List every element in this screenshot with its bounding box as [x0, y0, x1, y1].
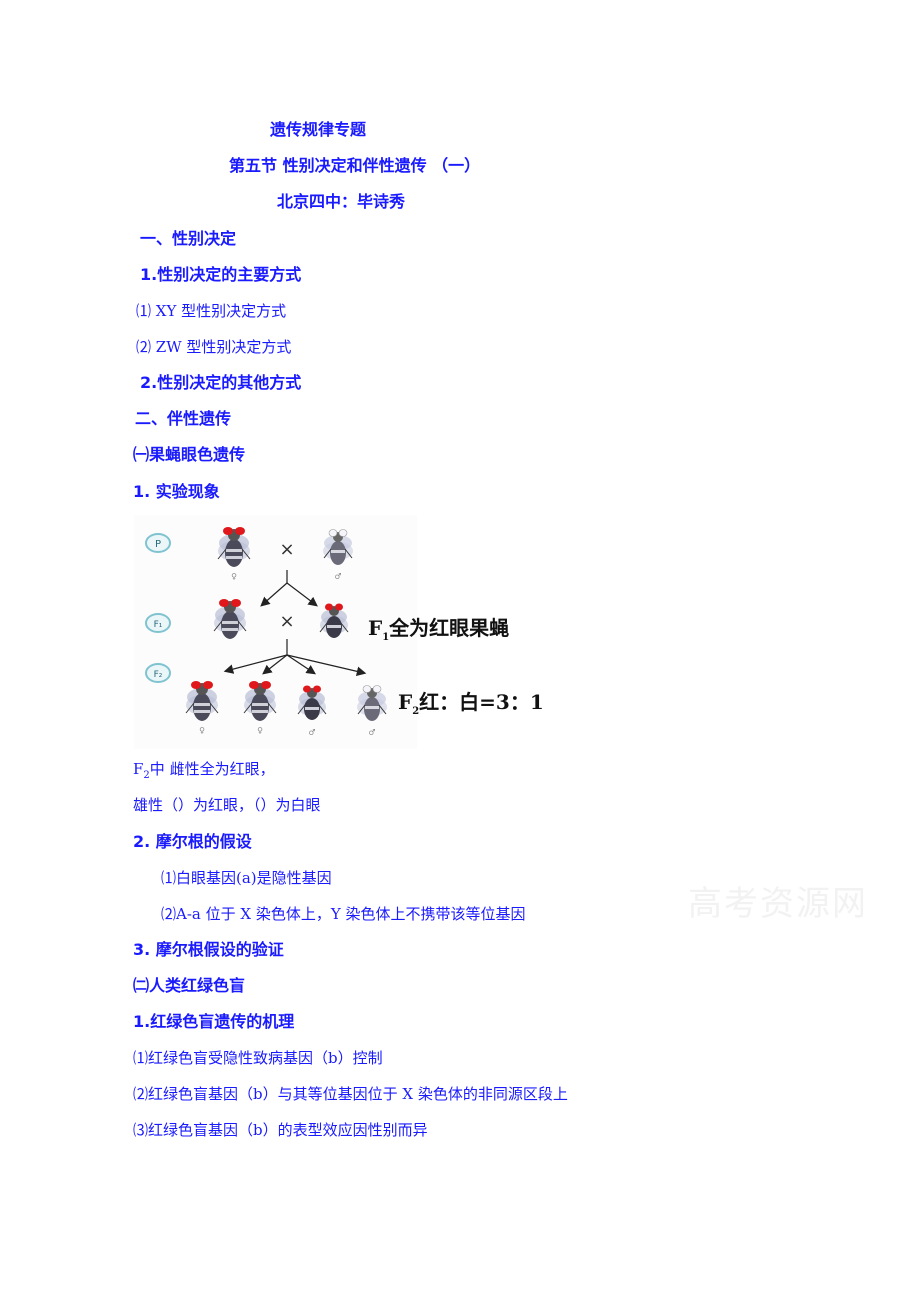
- f1-caption: F1全为红眼果蝇: [368, 616, 510, 643]
- f2-caption: F2红：白=3：1: [398, 690, 544, 717]
- heading-other-modes: 2.性别决定的其他方式: [140, 373, 302, 392]
- heading-sex-determination: 一、性别决定: [140, 229, 237, 248]
- topic-title: 遗传规律专题: [270, 120, 367, 139]
- f2-observation: F2中 雌性全为红眼，: [133, 760, 275, 781]
- f2-male-symbol-1: ♂: [308, 728, 315, 737]
- f2-female-symbol-1: ♀: [199, 726, 205, 735]
- f2-male-symbol-2: ♂: [368, 728, 375, 737]
- heading-color-blind-mechanism: 1.红绿色盲遗传的机理: [133, 1012, 295, 1031]
- f2-male-red-eye-fly: [297, 685, 327, 721]
- fruitfly-cross-figure: P F₁ F₂ ♀ × ♂ × ♀ ♀: [134, 515, 417, 749]
- watermark: 高考资源网: [688, 884, 868, 924]
- f1-arrow-4: [286, 654, 367, 677]
- p-arrow-left: [260, 582, 288, 607]
- p-female-red-eye-fly: [217, 526, 251, 568]
- badge-f1: F₁: [145, 613, 171, 633]
- p-arrow-right: [286, 582, 318, 607]
- color-blind-item-2: ⑵红绿色盲基因（b）与其等位基因位于 X 染色体的非同源区段上: [133, 1085, 568, 1103]
- cross-diagram: P F₁ F₂ ♀ × ♂ × ♀ ♀: [145, 526, 388, 737]
- f2-female-red-eye-fly-1: [185, 680, 219, 722]
- item-xy: ⑴ XY 型性别决定方式: [136, 302, 287, 320]
- svg-text:F₁: F₁: [154, 620, 163, 630]
- color-blind-item-3: ⑶红绿色盲基因（b）的表型效应因性别而异: [133, 1121, 428, 1139]
- f1-arrow-3: [286, 654, 316, 675]
- f2-female-symbol-2: ♀: [257, 726, 263, 735]
- badge-p: P: [145, 533, 171, 553]
- item-zw: ⑵ ZW 型性别决定方式: [136, 338, 292, 356]
- heading-sex-linked: 二、伴性遗传: [135, 409, 232, 428]
- f1-male-red-eye-fly: [319, 603, 349, 639]
- morgan-item-2: ⑵A-a 位于 X 染色体上，Y 染色体上不携带该等位基因: [161, 905, 526, 923]
- p-male-symbol: ♂: [334, 572, 341, 581]
- morgan-item-1: ⑴白眼基因(a)是隐性基因: [161, 869, 332, 887]
- heading-morgan-hypothesis: 2. 摩尔根的假设: [133, 832, 252, 851]
- author-line: 北京四中：毕诗秀: [277, 192, 406, 211]
- heading-morgan-verify: 3. 摩尔根假设的验证: [133, 940, 284, 959]
- heading-fruitfly: ㈠果蝇眼色遗传: [133, 445, 246, 464]
- badge-f2: F₂: [145, 663, 171, 683]
- svg-text:F₂: F₂: [154, 670, 163, 680]
- f1-female-red-eye-fly: [213, 598, 247, 640]
- f1-arrow-1: [223, 654, 288, 674]
- f2-male-white-eye-fly: [356, 685, 388, 722]
- color-blind-item-1: ⑴红绿色盲受隐性致病基因（b）控制: [133, 1049, 383, 1067]
- p-male-white-eye-fly: [322, 529, 354, 566]
- heading-color-blindness: ㈡人类红绿色盲: [133, 976, 246, 995]
- f1-cross-symbol: ×: [279, 611, 294, 632]
- male-observation: 雄性（）为红眼，（）为白眼: [133, 796, 321, 814]
- svg-text:P: P: [155, 539, 161, 550]
- section-title: 第五节 性别决定和伴性遗传 （一）: [229, 156, 481, 175]
- f1-arrow-2: [262, 654, 288, 675]
- f2-female-red-eye-fly-2: [243, 680, 277, 722]
- heading-main-modes: 1.性别决定的主要方式: [140, 265, 302, 284]
- p-cross-symbol: ×: [279, 539, 294, 560]
- heading-phenomenon: 1. 实验现象: [133, 482, 220, 501]
- p-female-symbol: ♀: [231, 572, 237, 581]
